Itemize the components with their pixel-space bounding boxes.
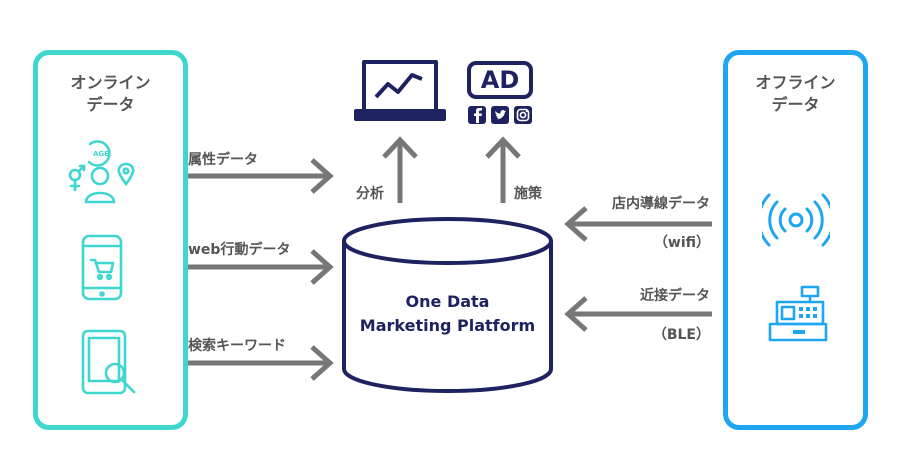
label-search-keywords: 検索キーワード — [188, 338, 286, 354]
platform-label: One Data Marketing Platform — [345, 290, 550, 338]
arrow-proximity-data — [564, 296, 712, 332]
online-panel-title: オンライン データ — [38, 72, 183, 116]
arrow-measures — [485, 136, 521, 203]
label-attribute-data: 属性データ — [188, 152, 258, 168]
label-web-behavior-data: web行動データ — [188, 242, 291, 258]
offline-title-line2: データ — [771, 95, 820, 114]
label-ble: （BLE） — [652, 327, 710, 343]
platform-label-line2: Marketing Platform — [359, 316, 536, 335]
label-wifi: （wifi） — [653, 235, 710, 251]
online-title-line2: データ — [86, 95, 135, 114]
ad-icon: AD — [467, 61, 533, 99]
offline-title-line1: オフライン — [755, 73, 836, 92]
twitter-icon — [491, 106, 509, 124]
instagram-icon — [514, 106, 532, 124]
arrow-analysis — [382, 136, 418, 203]
online-data-panel — [33, 50, 188, 430]
tablet-search-icon — [81, 329, 136, 395]
social-icons — [468, 106, 532, 124]
laptop-analytics-icon — [354, 60, 446, 121]
arrow-search-keywords — [188, 345, 334, 381]
facebook-icon — [468, 106, 486, 124]
age-badge-label: AGE — [93, 150, 109, 158]
cash-register-icon — [768, 285, 828, 342]
offline-panel-title: オフライン データ — [728, 72, 863, 116]
wifi-signal-icon — [762, 193, 830, 247]
platform-label-line1: One Data — [405, 292, 490, 311]
arrow-web-behavior-data — [188, 249, 334, 285]
label-proximity-data: 近接データ — [640, 288, 710, 304]
age-gender-location-icon: AGE — [68, 140, 135, 204]
arrow-in-store-path-data — [564, 206, 712, 242]
label-in-store-path-data: 店内導線データ — [612, 196, 710, 212]
label-measures: 施策 — [514, 186, 542, 202]
mobile-shopping-cart-icon — [81, 234, 123, 301]
arrow-attribute-data — [188, 158, 334, 194]
online-title-line1: オンライン — [70, 73, 151, 92]
offline-data-panel — [723, 50, 868, 430]
platform-database-icon — [342, 217, 553, 393]
ad-label: AD — [480, 66, 520, 94]
label-analysis: 分析 — [356, 186, 384, 202]
